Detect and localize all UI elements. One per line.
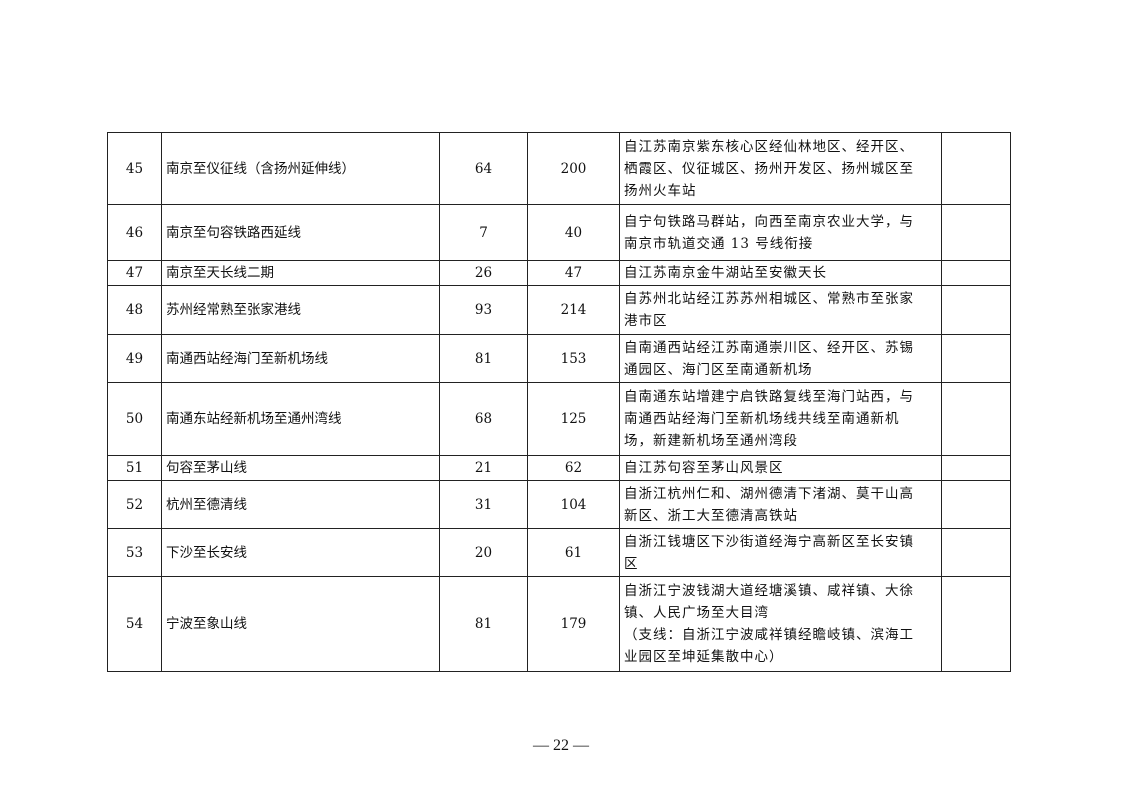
row-number: 51 (107, 455, 162, 481)
line-route: 自宁句铁路马群站，向西至南京农业大学，与 南京市轨道交通 13 号线衔接 (619, 204, 942, 261)
line-name: 下沙至长安线 (161, 528, 440, 577)
line-name: 宁波至象山线 (161, 576, 440, 672)
row-number: 47 (107, 260, 162, 286)
line-note (941, 132, 1011, 205)
line-name: 南通西站经海门至新机场线 (161, 334, 440, 383)
table-row: 48 苏州经常熟至张家港线 93 214 自苏州北站经江苏苏州相城区、常熟市至张… (107, 285, 1011, 335)
table-row: 49 南通西站经海门至新机场线 81 153 自南通西站经江苏南通崇川区、经开区… (107, 334, 1011, 383)
line-note (941, 334, 1011, 383)
line-length: 68 (439, 382, 528, 456)
table-row: 45 南京至仪征线（含扬州延伸线） 64 200 自江苏南京紫东核心区经仙林地区… (107, 132, 1011, 205)
row-number: 52 (107, 480, 162, 529)
table-row: 52 杭州至德清线 31 104 自浙江杭州仁和、湖州德清下渚湖、莫干山高 新区… (107, 480, 1011, 529)
line-length: 20 (439, 528, 528, 577)
line-route: 自浙江钱塘区下沙街道经海宁高新区至长安镇 区 (619, 528, 942, 577)
line-route: 自浙江杭州仁和、湖州德清下渚湖、莫干山高 新区、浙工大至德清高铁站 (619, 480, 942, 529)
line-investment: 179 (527, 576, 620, 672)
page-number: — 22 — (533, 737, 589, 754)
line-route: 自南通东站增建宁启铁路复线至海门站西，与 南通西站经海门至新机场线共线至南通新机… (619, 382, 942, 456)
line-route: 自江苏句容至茅山风景区 (619, 455, 942, 481)
line-investment: 125 (527, 382, 620, 456)
line-investment: 214 (527, 285, 620, 335)
line-length: 26 (439, 260, 528, 286)
table-row: 46 南京至句容铁路西延线 7 40 自宁句铁路马群站，向西至南京农业大学，与 … (107, 204, 1011, 261)
line-note (941, 260, 1011, 286)
line-route: 自江苏南京紫东核心区经仙林地区、经开区、 栖霞区、仪征城区、扬州开发区、扬州城区… (619, 132, 942, 205)
row-number: 50 (107, 382, 162, 456)
line-length: 64 (439, 132, 528, 205)
line-investment: 62 (527, 455, 620, 481)
table-row: 54 宁波至象山线 81 179 自浙江宁波钱湖大道经塘溪镇、咸祥镇、大徐 镇、… (107, 576, 1011, 672)
line-name: 苏州经常熟至张家港线 (161, 285, 440, 335)
line-length: 31 (439, 480, 528, 529)
railway-projects-table: 45 南京至仪征线（含扬州延伸线） 64 200 自江苏南京紫东核心区经仙林地区… (107, 132, 1011, 672)
row-number: 45 (107, 132, 162, 205)
table-row: 50 南通东站经新机场至通州湾线 68 125 自南通东站增建宁启铁路复线至海门… (107, 382, 1011, 456)
line-investment: 61 (527, 528, 620, 577)
line-note (941, 576, 1011, 672)
row-number: 54 (107, 576, 162, 672)
row-number: 53 (107, 528, 162, 577)
line-name: 南京至天长线二期 (161, 260, 440, 286)
line-investment: 153 (527, 334, 620, 383)
line-length: 81 (439, 576, 528, 672)
line-investment: 200 (527, 132, 620, 205)
table-row: 53 下沙至长安线 20 61 自浙江钱塘区下沙街道经海宁高新区至长安镇 区 (107, 528, 1011, 577)
line-note (941, 285, 1011, 335)
row-number: 48 (107, 285, 162, 335)
line-length: 81 (439, 334, 528, 383)
line-length: 7 (439, 204, 528, 261)
table-body: 45 南京至仪征线（含扬州延伸线） 64 200 自江苏南京紫东核心区经仙林地区… (107, 132, 1011, 672)
line-note (941, 528, 1011, 577)
line-route: 自浙江宁波钱湖大道经塘溪镇、咸祥镇、大徐 镇、人民广场至大目湾 （支线：自浙江宁… (619, 576, 942, 672)
table-row: 51 句容至茅山线 21 62 自江苏句容至茅山风景区 (107, 455, 1011, 481)
table-row: 47 南京至天长线二期 26 47 自江苏南京金牛湖站至安徽天长 (107, 260, 1011, 286)
line-investment: 104 (527, 480, 620, 529)
row-number: 49 (107, 334, 162, 383)
line-route: 自苏州北站经江苏苏州相城区、常熟市至张家 港市区 (619, 285, 942, 335)
line-name: 句容至茅山线 (161, 455, 440, 481)
line-route: 自南通西站经江苏南通崇川区、经开区、苏锡 通园区、海门区至南通新机场 (619, 334, 942, 383)
line-investment: 47 (527, 260, 620, 286)
line-name: 杭州至德清线 (161, 480, 440, 529)
line-note (941, 455, 1011, 481)
row-number: 46 (107, 204, 162, 261)
line-length: 93 (439, 285, 528, 335)
line-name: 南通东站经新机场至通州湾线 (161, 382, 440, 456)
line-note (941, 480, 1011, 529)
line-name: 南京至仪征线（含扬州延伸线） (161, 132, 440, 205)
line-route: 自江苏南京金牛湖站至安徽天长 (619, 260, 942, 286)
line-name: 南京至句容铁路西延线 (161, 204, 440, 261)
line-note (941, 204, 1011, 261)
line-length: 21 (439, 455, 528, 481)
line-note (941, 382, 1011, 456)
line-investment: 40 (527, 204, 620, 261)
